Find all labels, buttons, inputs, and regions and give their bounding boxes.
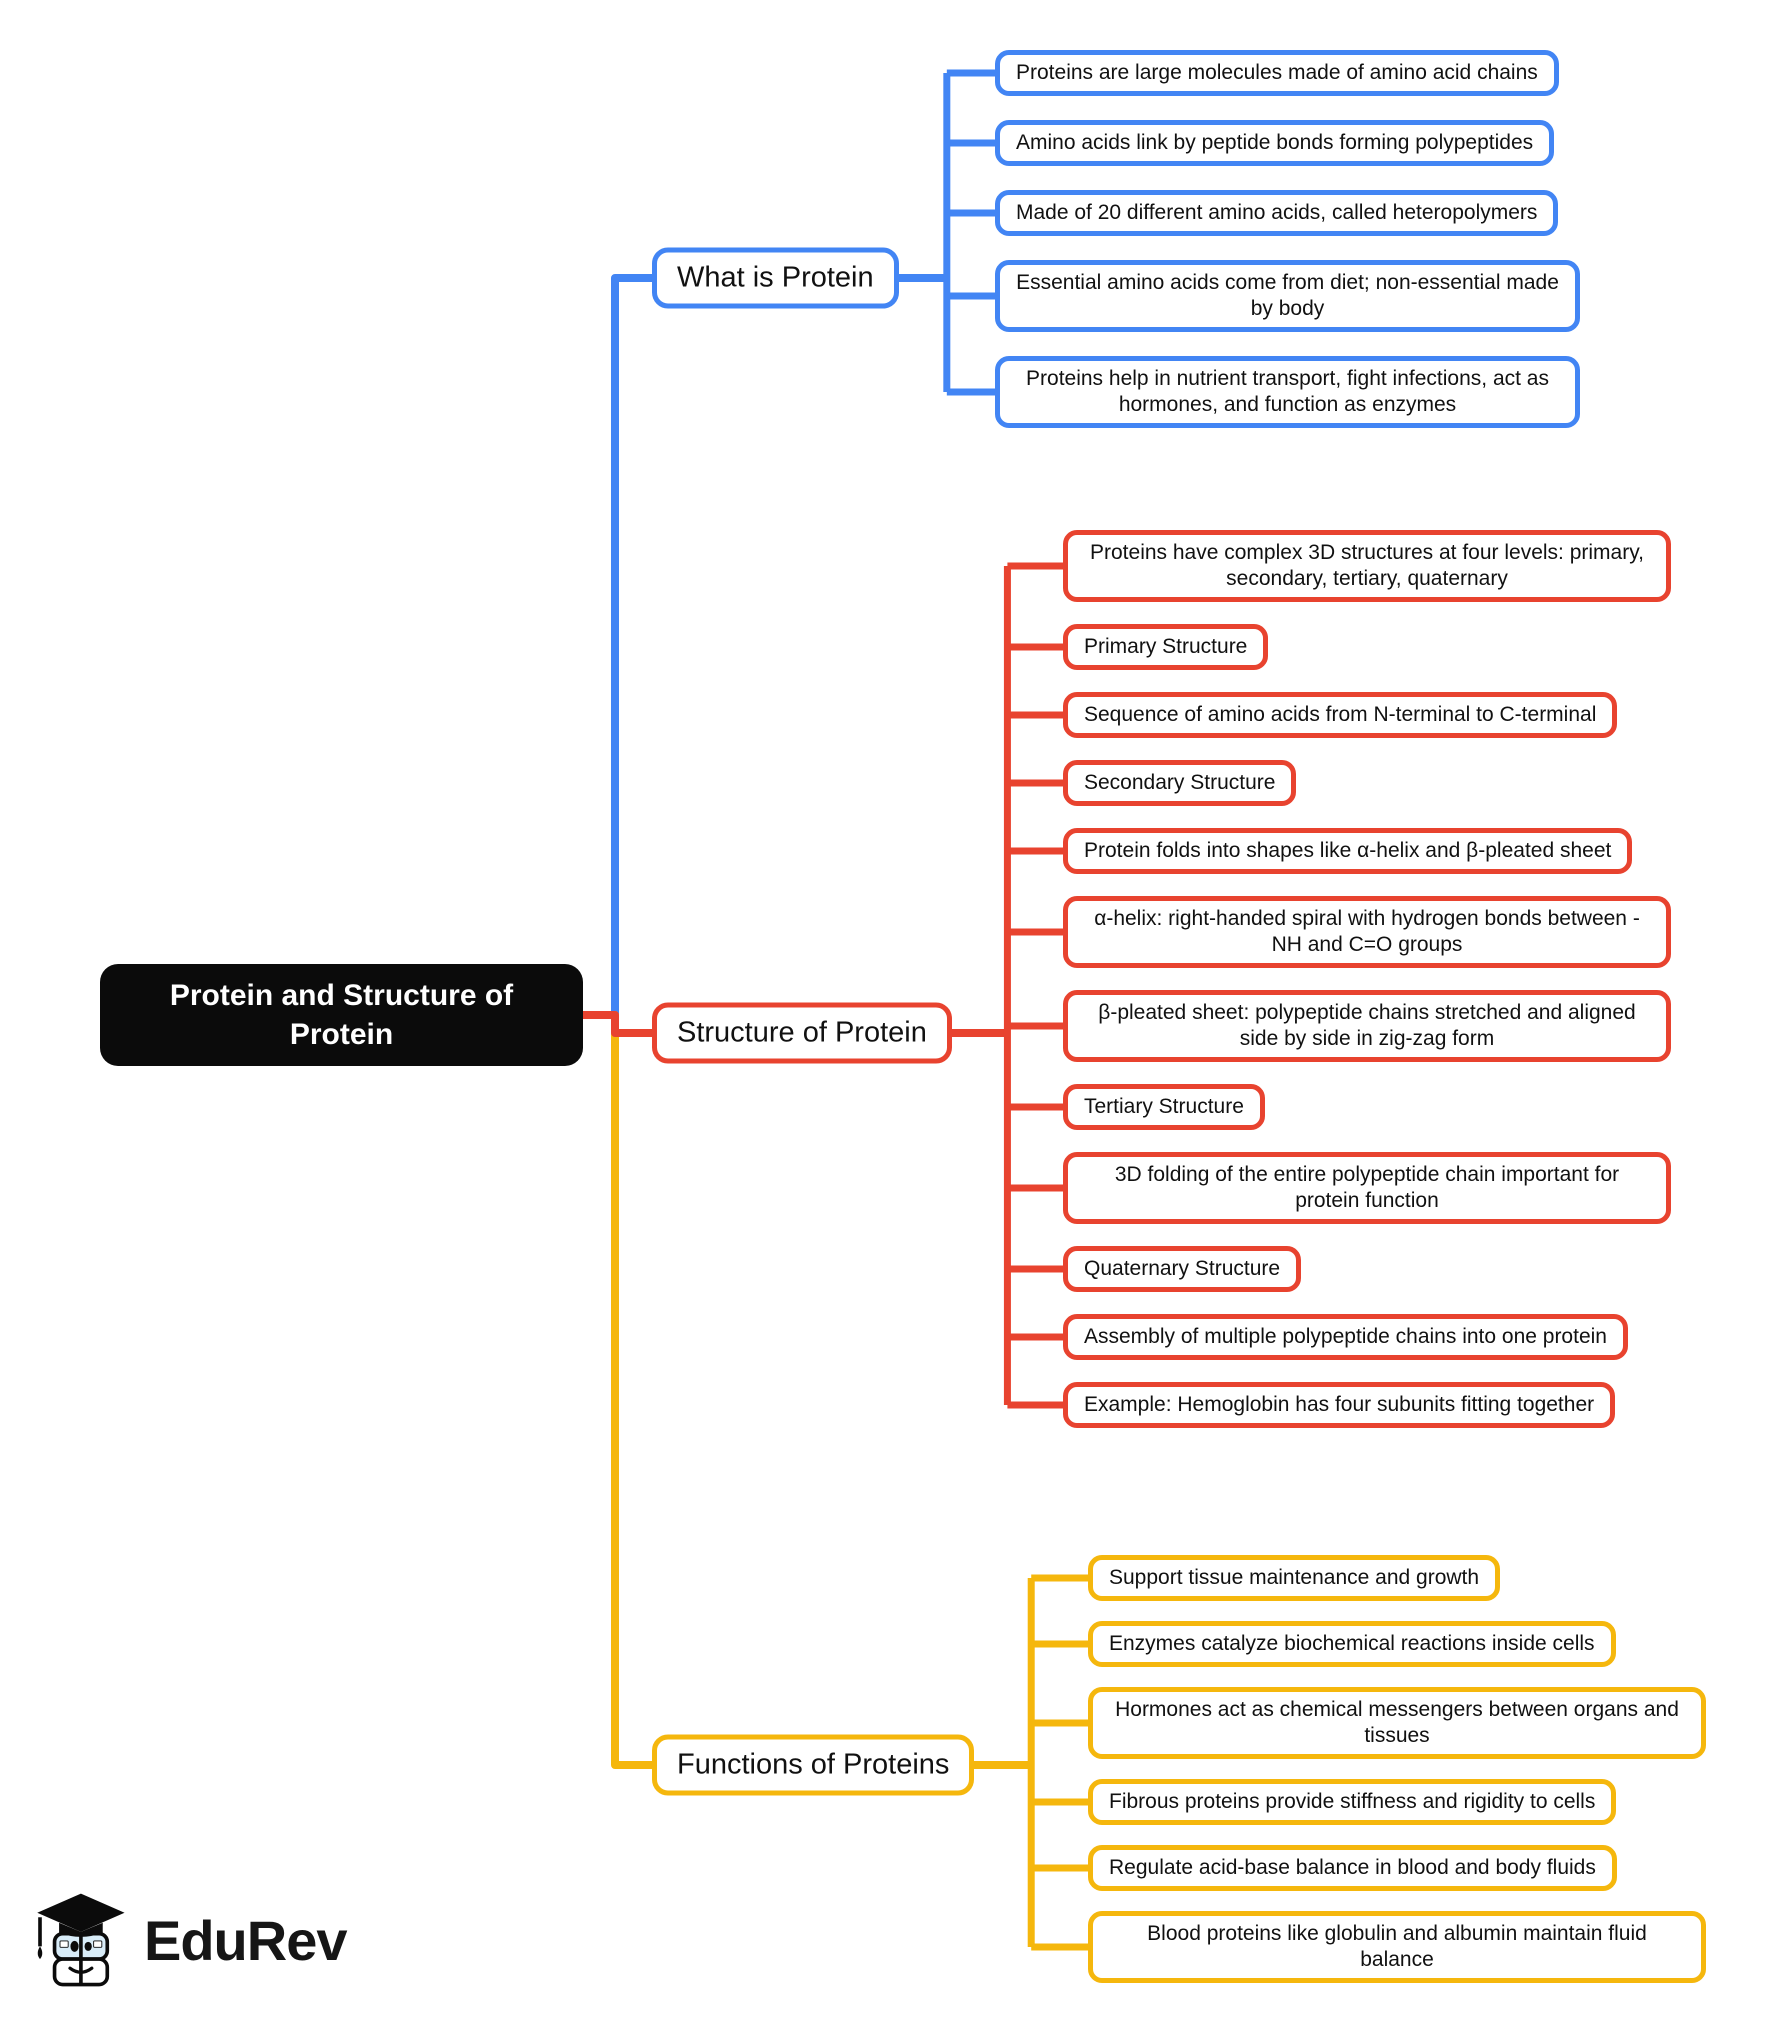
leaf-node: β-pleated sheet: polypeptide chains stre… (1063, 990, 1671, 1062)
leaf-node: Proteins are large molecules made of ami… (995, 50, 1559, 96)
leaf-node: 3D folding of the entire polypeptide cha… (1063, 1152, 1671, 1224)
leaf-node: Proteins have complex 3D structures at f… (1063, 530, 1671, 602)
leaf-node: Protein folds into shapes like α-helix a… (1063, 828, 1633, 874)
root-node: Protein and Structure of Protein (100, 964, 583, 1066)
leaf-node: Support tissue maintenance and growth (1088, 1555, 1501, 1601)
branch-node-functions-of-proteins: Functions of Proteins (652, 1734, 975, 1796)
leaf-node: Blood proteins like globulin and albumin… (1088, 1911, 1706, 1983)
edurev-mascot-icon (37, 1893, 125, 1987)
leaf-node: Essential amino acids come from diet; no… (995, 260, 1580, 332)
leaf-node: Amino acids link by peptide bonds formin… (995, 120, 1555, 166)
branch-children-structure-of-protein: Proteins have complex 3D structures at f… (1063, 530, 1671, 1428)
leaf-node: Made of 20 different amino acids, called… (995, 190, 1559, 236)
leaf-node: Quaternary Structure (1063, 1246, 1302, 1292)
branch-children-what-is-protein: Proteins are large molecules made of ami… (995, 50, 1580, 428)
leaf-node: Hormones act as chemical messengers betw… (1088, 1687, 1706, 1759)
leaf-node: Sequence of amino acids from N-terminal … (1063, 692, 1618, 738)
leaf-node: Assembly of multiple polypeptide chains … (1063, 1314, 1628, 1360)
leaf-node: Example: Hemoglobin has four subunits fi… (1063, 1382, 1616, 1428)
edurev-logo: EduRev (30, 1888, 347, 1992)
leaf-node: Enzymes catalyze biochemical reactions i… (1088, 1621, 1616, 1667)
branch-node-what-is-protein: What is Protein (652, 247, 899, 309)
leaf-node: Secondary Structure (1063, 760, 1297, 806)
leaf-node: Regulate acid-base balance in blood and … (1088, 1845, 1617, 1891)
leaf-node: Proteins help in nutrient transport, fig… (995, 356, 1580, 428)
leaf-node: α-helix: right-handed spiral with hydrog… (1063, 896, 1671, 968)
leaf-node: Primary Structure (1063, 624, 1269, 670)
branch-node-structure-of-protein: Structure of Protein (652, 1002, 952, 1064)
leaf-node: Tertiary Structure (1063, 1084, 1265, 1130)
edurev-wordmark: EduRev (144, 1908, 347, 1972)
leaf-node: Fibrous proteins provide stiffness and r… (1088, 1779, 1617, 1825)
